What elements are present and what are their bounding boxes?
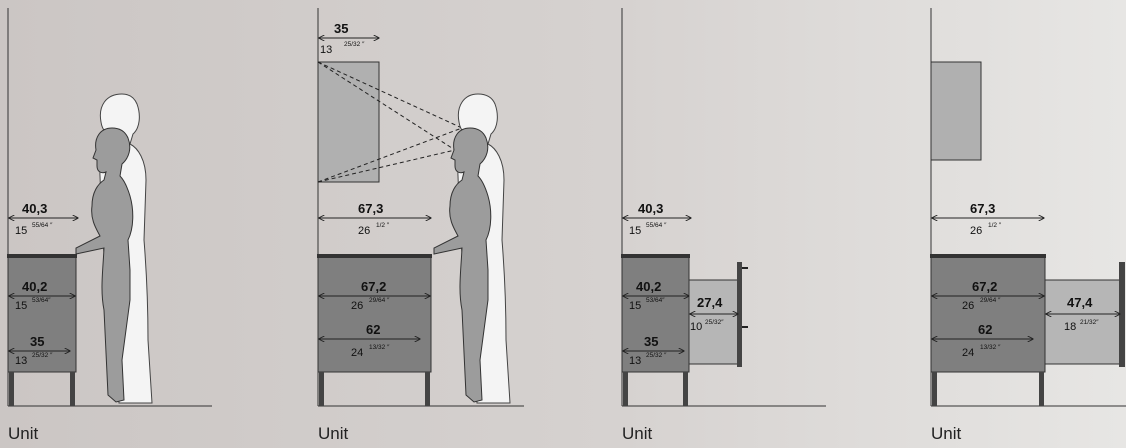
cabinet-leg <box>9 372 14 406</box>
dim-inch: 13 <box>15 355 27 367</box>
cabinet-top <box>7 254 77 258</box>
dim-frac: 1/2 ″ <box>988 222 1002 229</box>
dim-inch: 15 <box>15 300 27 312</box>
dim-main: 62 <box>978 322 992 337</box>
dim-frac: 53/64″ <box>646 297 665 304</box>
drawer-front <box>1119 262 1125 367</box>
cabinet-leg <box>70 372 75 406</box>
cabinet-leg <box>683 372 688 406</box>
dim-inch: 15 <box>629 225 641 237</box>
dim-inch: 24 <box>962 347 974 359</box>
cabinet-top <box>930 254 1046 258</box>
dim-frac: 53/64″ <box>32 297 51 304</box>
cabinet-top <box>317 254 432 258</box>
dim-main: 40,2 <box>22 279 47 294</box>
cabinet-body <box>930 256 1046 373</box>
open-drawer <box>1044 279 1122 365</box>
dim-main: 35 <box>30 334 44 349</box>
dim-inch: 24 <box>351 347 363 359</box>
cabinet-leg <box>1039 372 1044 406</box>
panel-label: Unit <box>318 424 349 443</box>
dim-frac: 29/64 ″ <box>369 297 390 304</box>
dim-main: 67,3 <box>970 201 995 216</box>
dim-main: 27,4 <box>697 295 723 310</box>
dim-main: 35 <box>644 334 658 349</box>
dim-inch: 26 <box>970 225 982 237</box>
dim-main: 35 <box>334 21 348 36</box>
cabinet-leg <box>932 372 937 406</box>
cabinet-leg <box>623 372 628 406</box>
dim-inch: 26 <box>358 225 370 237</box>
woman-silhouette <box>75 127 134 403</box>
panel-3: 40,3 15 55/64 ″ 40,2 15 53/64″ 35 13 25/… <box>621 8 826 407</box>
dim-frac: 25/32 ″ <box>344 41 365 48</box>
dim-inch: 13 <box>629 355 641 367</box>
dim-main: 67,2 <box>972 279 997 294</box>
dim-frac: 25/32 ″ <box>32 352 53 359</box>
sight-lines <box>317 61 463 183</box>
cabinet-leg <box>425 372 430 406</box>
panel-label: Unit <box>8 424 39 443</box>
dim-inch: 13 <box>320 44 332 56</box>
dim-main: 40,3 <box>638 201 663 216</box>
dim-frac: 55/64 ″ <box>646 222 667 229</box>
dim-frac: 13/32 ″ <box>980 344 1001 351</box>
dim-main: 47,4 <box>1067 295 1093 310</box>
open-drawer <box>688 279 740 365</box>
dim-inch: 15 <box>15 225 27 237</box>
woman-silhouette <box>433 127 492 403</box>
dim-frac: 13/32 ″ <box>369 344 390 351</box>
panel-label: Unit <box>931 424 962 443</box>
dim-frac: 55/64 ″ <box>32 222 53 229</box>
drawer-front <box>737 262 742 367</box>
panel-label: Unit <box>622 424 653 443</box>
dim-inch: 10 <box>690 321 702 333</box>
wall-cabinet <box>930 61 982 161</box>
cabinet-leg <box>319 372 324 406</box>
dim-frac: 29/64 ″ <box>980 297 1001 304</box>
wall-cabinet <box>317 61 380 183</box>
dim-main: 40,2 <box>636 279 661 294</box>
panel-1: 40,3 15 55/64 ″ 40,2 15 53/64″ 35 13 25/… <box>7 8 212 407</box>
cabinet-top <box>621 254 690 258</box>
dim-main: 40,3 <box>22 201 47 216</box>
dim-inch: 15 <box>629 300 641 312</box>
dim-main: 67,3 <box>358 201 383 216</box>
panel-4: 67,3 26 1/2 ″ 67,2 26 29/64 ″ 62 24 13/3… <box>930 8 1126 407</box>
dim-frac: 25/32 ″ <box>646 352 667 359</box>
dim-inch: 26 <box>351 300 363 312</box>
panel-2: 35 13 25/32 ″ 67,3 26 1/2 ″ 67,2 26 29/6… <box>317 8 524 407</box>
dim-inch: 26 <box>962 300 974 312</box>
dim-main: 62 <box>366 322 380 337</box>
dim-frac: 1/2 ″ <box>376 222 390 229</box>
dim-frac: 25/32″ <box>705 319 724 326</box>
cabinet-body <box>317 256 432 373</box>
dim-frac: 21/32″ <box>1080 319 1099 326</box>
dim-inch: 18 <box>1064 321 1076 333</box>
dim-main: 67,2 <box>361 279 386 294</box>
